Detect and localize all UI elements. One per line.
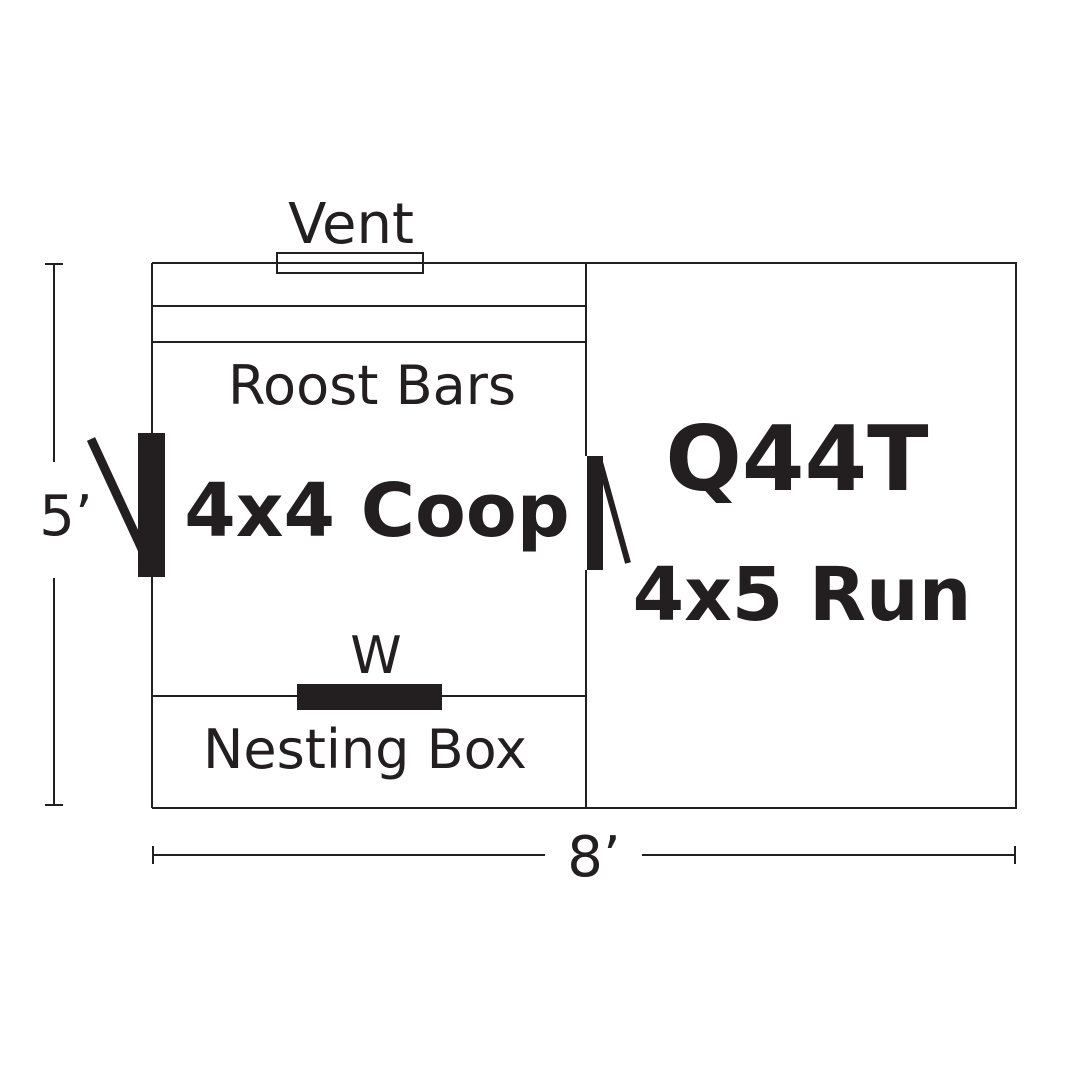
model-label: Q44T bbox=[665, 407, 928, 512]
run-door bbox=[587, 456, 631, 570]
vent-label: Vent bbox=[288, 192, 414, 257]
roost-bars-label: Roost Bars bbox=[228, 354, 516, 417]
coop-door bbox=[86, 433, 165, 577]
nesting-box-label: Nesting Box bbox=[203, 718, 527, 781]
window-label: W bbox=[350, 626, 401, 686]
height-dimension bbox=[45, 263, 63, 806]
width-dimension-label: 8’ bbox=[567, 825, 620, 890]
height-dimension-label: 5’ bbox=[39, 484, 92, 549]
window-bar bbox=[297, 684, 442, 710]
outer-footprint bbox=[151, 262, 1017, 809]
vent-rect bbox=[276, 252, 424, 274]
run-label: 4x5 Run bbox=[633, 552, 972, 638]
roost-bar-rails bbox=[152, 305, 586, 343]
coop-label: 4x4 Coop bbox=[184, 468, 569, 554]
width-dimension bbox=[152, 846, 1016, 864]
